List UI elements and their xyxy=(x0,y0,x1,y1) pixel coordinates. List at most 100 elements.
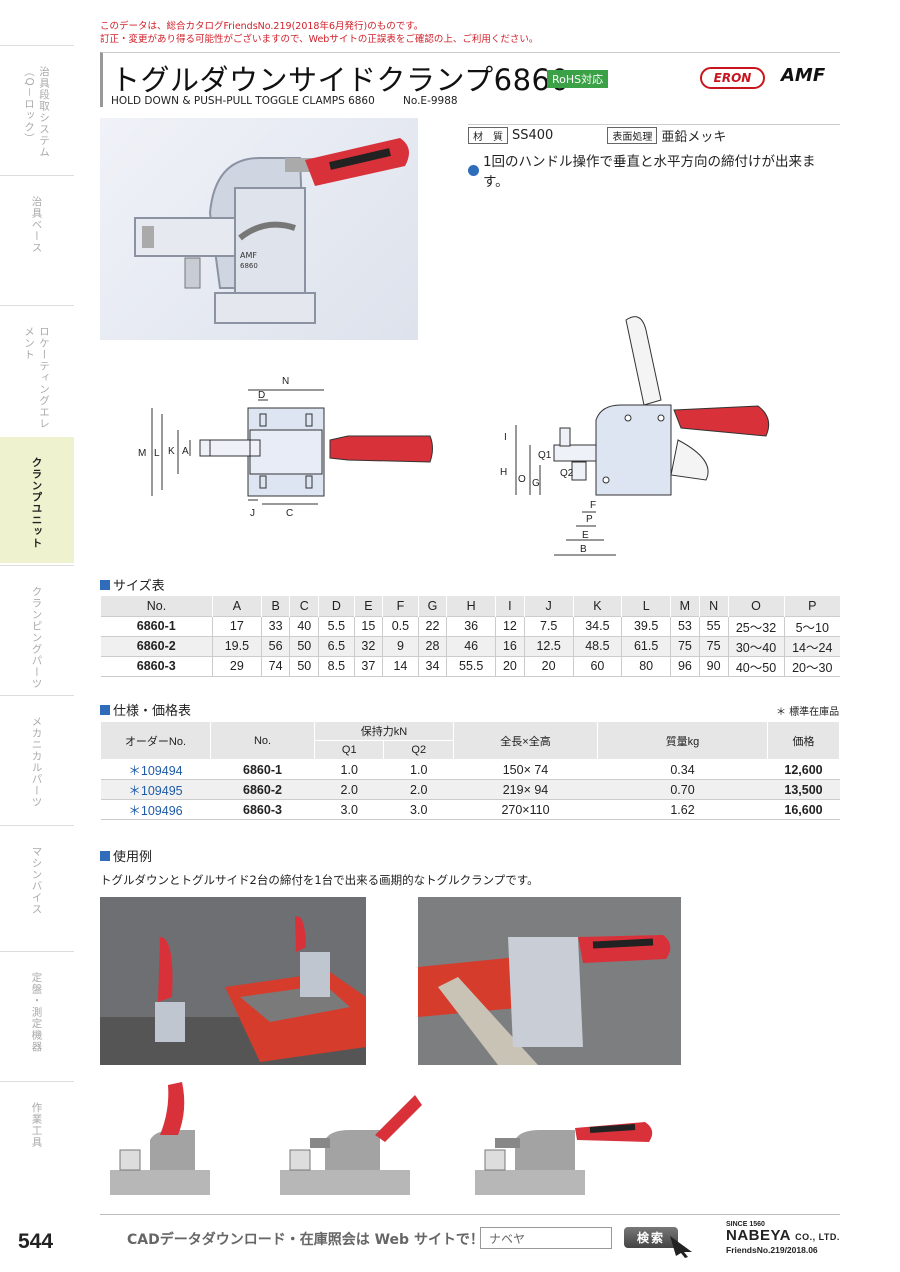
table-cell: 75 xyxy=(670,636,700,657)
sidebar-item-mechanical[interactable]: メカニカルパーツ xyxy=(0,695,74,825)
table-cell: 150× 74 xyxy=(453,759,598,780)
search-button-label: 検索 xyxy=(636,1231,665,1245)
table-row: ＊109496 6860-3 3.0 3.0 270×110 1.62 16,6… xyxy=(100,799,840,820)
table-cell: 8.5 xyxy=(318,656,355,677)
size-table: No. A B C D E F G H I J K L M N O P 6860… xyxy=(100,596,840,677)
page-title: トグルダウンサイドクランプ6860 xyxy=(111,63,570,97)
table-cell: 1.0 xyxy=(314,759,384,780)
dim-label-g: G xyxy=(532,478,540,489)
col-header: No. xyxy=(210,721,315,760)
table-cell: 96 xyxy=(670,656,700,677)
header: トグルダウンサイドクランプ6860 RoHS対応 HOLD DOWN & PUS… xyxy=(100,52,840,107)
col-header: P xyxy=(783,596,840,616)
col-header: Q2 xyxy=(383,740,454,760)
order-number-link[interactable]: ＊109494 xyxy=(100,759,211,780)
stock-note: ＊ 標準在庫品 xyxy=(776,707,840,718)
material-info: 材 質 SS400 表面処理 亜鉛メッキ 1回のハンドル操作で垂直と水平方向の締… xyxy=(468,124,840,190)
search-input[interactable]: ナベヤ xyxy=(480,1227,612,1249)
sidebar-item-clamping-parts[interactable]: クランピングパーツ xyxy=(0,565,74,695)
table-cell: 0.34 xyxy=(597,759,768,780)
table-cell: 90 xyxy=(698,656,728,677)
table-cell: 6860-1 xyxy=(210,759,315,780)
col-header: C xyxy=(289,596,319,616)
size-table-heading: サイズ表 xyxy=(100,575,165,594)
usage-photo-2 xyxy=(418,897,681,1065)
usage-title: 使用例 xyxy=(113,850,153,865)
col-header: G xyxy=(417,596,447,616)
spec-table-subheader-row: Q1 Q2 xyxy=(101,740,840,760)
usage-photo-1-illustration xyxy=(100,897,366,1065)
order-number-link[interactable]: ＊109496 xyxy=(100,799,211,820)
nabeya-logo: SINCE 1560 NABEYA CO., LTD. FriendsNo.21… xyxy=(726,1221,840,1255)
dim-label-n: N xyxy=(282,376,289,387)
dim-label-p: P xyxy=(586,514,593,525)
sidebar-item-surface-plate[interactable]: 定盤・測定機器 xyxy=(0,951,74,1081)
page-number: 544 xyxy=(18,1230,54,1253)
table-cell: 14～24 xyxy=(783,636,840,657)
table-cell: 20 xyxy=(495,656,525,677)
spec-table-header-row: オーダーNo. No. 保持力kN 全長×全高 質量kg 価格 xyxy=(100,721,840,760)
dim-label-k: K xyxy=(168,446,175,457)
table-cell: 61.5 xyxy=(621,636,671,657)
sidebar-item-jig-setup[interactable]: 治具段取システム（Q－ロック） xyxy=(0,45,74,175)
size-table-title: サイズ表 xyxy=(113,579,165,594)
sidebar-item-label: 定盤・測定機器 xyxy=(30,972,43,1053)
clamp-model-text: 6860 xyxy=(240,262,258,270)
table-cell: 75 xyxy=(698,636,728,657)
section-square-icon xyxy=(100,850,110,861)
table-cell: 17 xyxy=(212,615,262,637)
order-number-link[interactable]: ＊109495 xyxy=(100,779,211,800)
col-header: 保持力kN xyxy=(314,721,454,741)
table-cell: 0.5 xyxy=(382,615,419,637)
col-header: E xyxy=(353,596,383,616)
finish-label: 表面処理 xyxy=(607,127,658,144)
table-cell: 12 xyxy=(495,615,525,637)
table-cell: 2.0 xyxy=(383,779,454,800)
page-subtitle: HOLD DOWN & PUSH-PULL TOGGLE CLAMPS 6860 xyxy=(111,95,375,107)
rohs-badge: RoHS対応 xyxy=(547,70,609,88)
table-cell: 20～30 xyxy=(783,656,840,677)
sidebar-item-vise[interactable]: マシンバイス xyxy=(0,825,74,951)
sidebar-item-tools[interactable]: 作業工具 xyxy=(0,1081,74,1211)
dim-label-l: L xyxy=(154,448,160,459)
table-cell: 1.62 xyxy=(597,799,768,820)
sidebar-item-label: クランプユニット xyxy=(30,457,43,549)
col-header: A xyxy=(212,596,262,616)
dim-label-f: F xyxy=(590,500,596,511)
table-cell: 5～10 xyxy=(783,615,840,637)
table-cell: 55 xyxy=(698,615,728,637)
catalog-number: No.E-9988 xyxy=(403,95,458,107)
table-cell: 5.5 xyxy=(318,615,355,637)
table-cell: 14 xyxy=(382,656,419,677)
dim-label-j: J xyxy=(250,508,255,519)
sidebar-item-label: クランピングパーツ xyxy=(30,586,43,690)
table-cell: 16 xyxy=(495,636,525,657)
sidebar-item-clamp-unit[interactable]: クランプユニット xyxy=(0,437,74,563)
notice-line-2: 訂正・変更があり得る可能性がございますので、Webサイトの正誤表をご確認の上、ご… xyxy=(100,34,539,45)
sidebar-item-label: 作業工具 xyxy=(30,1102,43,1148)
table-cell: 40 xyxy=(289,615,319,637)
dim-label-a: A xyxy=(182,446,189,457)
spec-table-title: 仕様・価格表 xyxy=(113,704,192,719)
table-cell: 22 xyxy=(417,615,447,637)
sidebar-item-jig-base[interactable]: 治具ベース xyxy=(0,175,74,305)
sidebar-item-locating[interactable]: ロケーティングエレメント xyxy=(0,305,74,435)
dim-label-q2: Q2 xyxy=(560,468,574,479)
sidebar-item-label: 治具段取システム（Q－ロック） xyxy=(23,66,50,158)
usage-photo-1 xyxy=(100,897,366,1065)
table-cell: 34.5 xyxy=(572,615,622,637)
company-name: NABEYA xyxy=(726,1227,791,1244)
table-cell: 6860-2 xyxy=(210,779,315,800)
search-button[interactable]: 検索 xyxy=(624,1227,678,1248)
dim-label-e: E xyxy=(582,530,589,541)
col-header: B xyxy=(260,596,290,616)
col-header: N xyxy=(698,596,728,616)
clamp-photo-illustration: AMF 6860 xyxy=(134,138,409,324)
clamp-position-3-illustration xyxy=(475,1122,653,1195)
col-header: O xyxy=(727,596,784,616)
table-row: ＊109495 6860-2 2.0 2.0 219× 94 0.70 13,5… xyxy=(100,779,840,800)
table-cell: 53 xyxy=(670,615,700,637)
col-header: I xyxy=(495,596,525,616)
dim-label-d: D xyxy=(258,390,265,401)
table-cell: 80 xyxy=(621,656,671,677)
